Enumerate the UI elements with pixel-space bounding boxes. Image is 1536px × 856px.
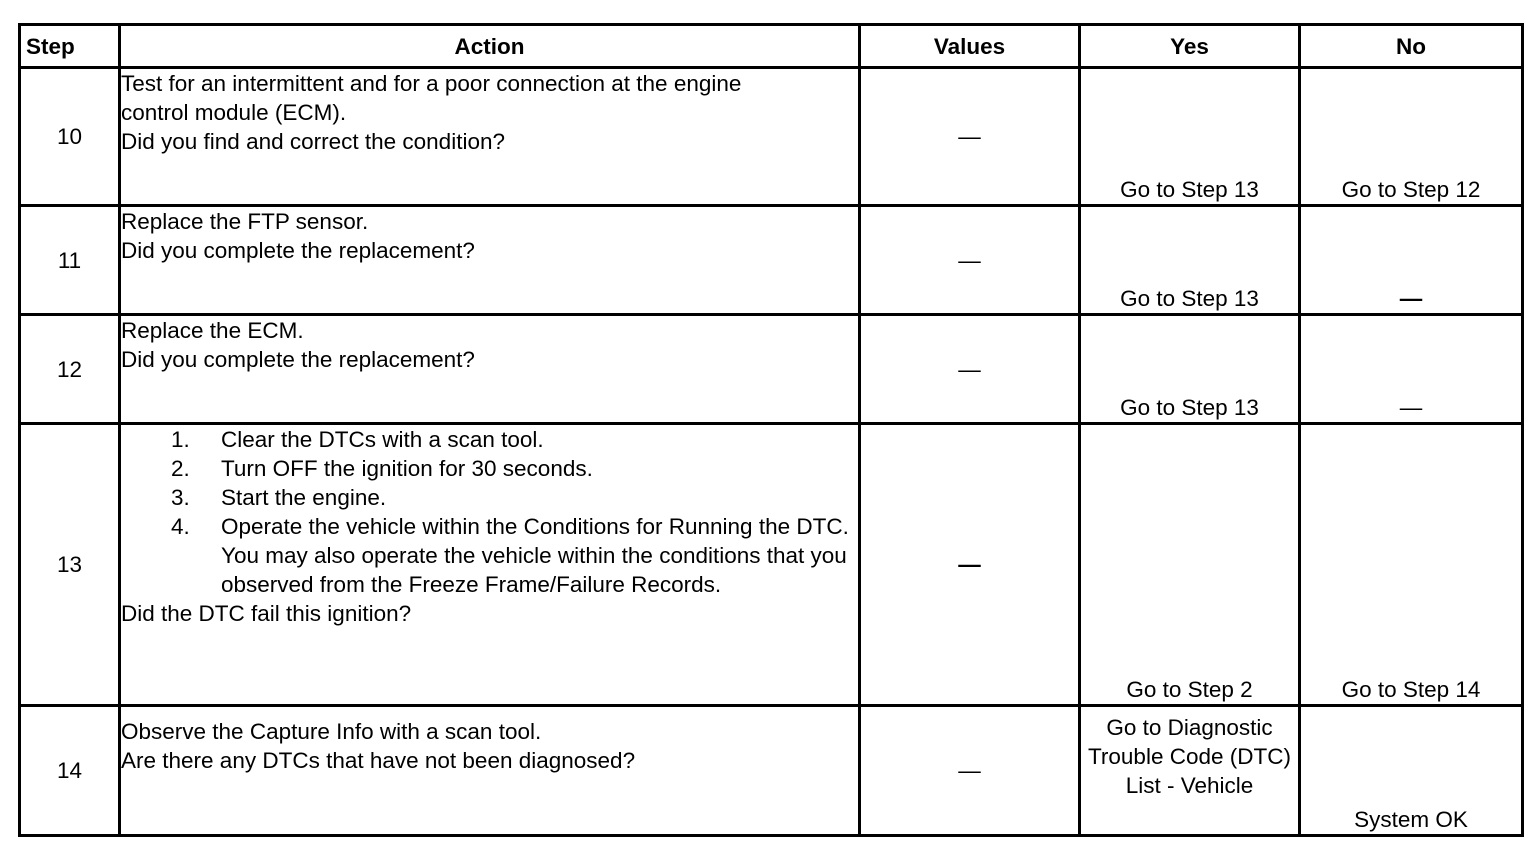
- values-cell: —: [858, 422, 1081, 707]
- header-no: No: [1298, 23, 1524, 69]
- header-action: Action: [118, 23, 861, 69]
- procedure-step-number: 4.: [171, 514, 190, 539]
- table-row: 10 Test for an intermittent and for a po…: [18, 66, 1524, 207]
- procedure-step-text: Operate the vehicle within the Condition…: [221, 514, 849, 597]
- action-text: control module (ECM).: [121, 100, 347, 125]
- table-row: 11 Replace the FTP sensor. Did you compl…: [18, 204, 1524, 316]
- yes-cell: Go to Step 13: [1078, 66, 1301, 207]
- action-cell: Replace the ECM. Did you complete the re…: [118, 313, 861, 425]
- step-number: 11: [18, 204, 121, 316]
- values-cell: —: [858, 704, 1081, 837]
- action-text: Observe the Capture Info with a scan too…: [121, 719, 542, 744]
- yes-cell: Go to Step 13: [1078, 204, 1301, 316]
- procedure-list: 1. Clear the DTCs with a scan tool. 2. T…: [121, 425, 858, 599]
- yes-cell: Go to Step 2: [1078, 422, 1301, 707]
- header-row: Step Action Values Yes No: [18, 23, 1524, 69]
- header-step: Step: [18, 23, 121, 69]
- table-row: 14 Observe the Capture Info with a scan …: [18, 704, 1524, 837]
- no-cell: —: [1298, 204, 1524, 316]
- no-cell: Go to Step 12: [1298, 66, 1524, 207]
- step-number: 12: [18, 313, 121, 425]
- procedure-step: 1. Clear the DTCs with a scan tool.: [171, 425, 858, 454]
- action-cell: Replace the FTP sensor. Did you complete…: [118, 204, 861, 316]
- action-cell: 1. Clear the DTCs with a scan tool. 2. T…: [118, 422, 861, 707]
- values-cell: —: [858, 204, 1081, 316]
- values-cell: —: [858, 66, 1081, 207]
- procedure-step-text: Clear the DTCs with a scan tool.: [221, 427, 544, 452]
- procedure-step-number: 3.: [171, 485, 190, 510]
- table-row: 13 1. Clear the DTCs with a scan tool. 2…: [18, 422, 1524, 707]
- table-row: 12 Replace the ECM. Did you complete the…: [18, 313, 1524, 425]
- procedure-step-number: 1.: [171, 427, 190, 452]
- action-text: Replace the FTP sensor.: [121, 209, 369, 234]
- values-cell: —: [858, 313, 1081, 425]
- procedure-step-text: Start the engine.: [221, 485, 387, 510]
- no-cell: System OK: [1298, 704, 1524, 837]
- step-number: 14: [18, 704, 121, 837]
- action-text: Replace the ECM.: [121, 318, 304, 343]
- header-values: Values: [858, 23, 1081, 69]
- action-question: Did you complete the replacement?: [121, 347, 475, 372]
- no-cell: Go to Step 14: [1298, 422, 1524, 707]
- action-question: Did you find and correct the condition?: [121, 129, 505, 154]
- procedure-step-number: 2.: [171, 456, 190, 481]
- procedure-step: 4. Operate the vehicle within the Condit…: [171, 512, 858, 599]
- no-cell: —: [1298, 313, 1524, 425]
- action-text: Test for an intermittent and for a poor …: [121, 71, 742, 96]
- action-cell: Test for an intermittent and for a poor …: [118, 66, 861, 207]
- procedure-step: 2. Turn OFF the ignition for 30 seconds.: [171, 454, 858, 483]
- diagnostic-table: Step Action Values Yes No 10 Test for an…: [18, 23, 1524, 837]
- action-cell: Observe the Capture Info with a scan too…: [118, 704, 861, 837]
- step-number: 10: [18, 66, 121, 207]
- procedure-step: 3. Start the engine.: [171, 483, 858, 512]
- action-question: Did you complete the replacement?: [121, 238, 475, 263]
- yes-cell: Go to Step 13: [1078, 313, 1301, 425]
- header-yes: Yes: [1078, 23, 1301, 69]
- step-number: 13: [18, 422, 121, 707]
- yes-cell: Go to Diagnostic Trouble Code (DTC) List…: [1078, 704, 1301, 837]
- action-question: Are there any DTCs that have not been di…: [121, 748, 636, 773]
- action-question: Did the DTC fail this ignition?: [121, 601, 412, 626]
- procedure-step-text: Turn OFF the ignition for 30 seconds.: [221, 456, 593, 481]
